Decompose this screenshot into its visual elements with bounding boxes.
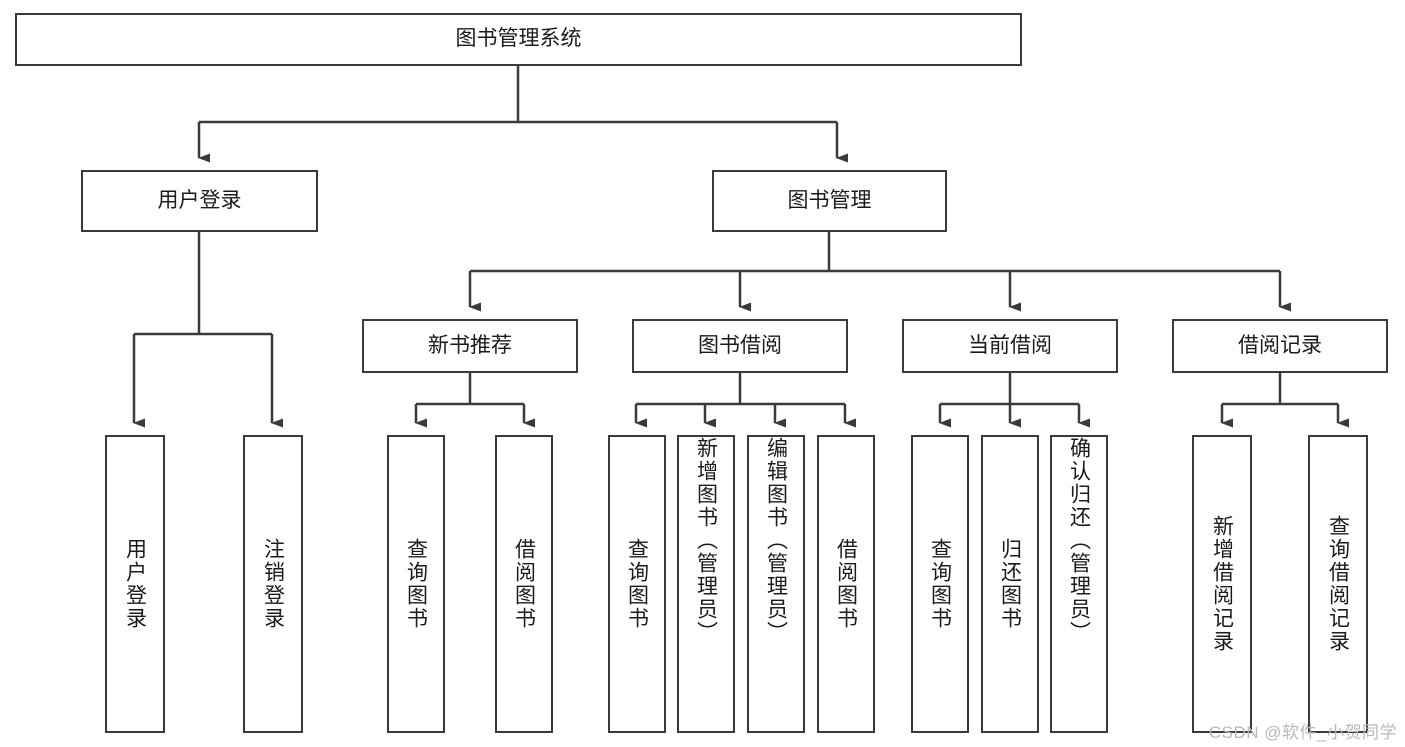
node-leaf-borrow-book[interactable]: 借阅图书 [817, 435, 875, 733]
node-label: 新增图书（管理员） [694, 437, 718, 644]
node-leaf-logout[interactable]: 注销登录 [243, 435, 303, 733]
node-leaf-query-borrow-record[interactable]: 查询借阅记录 [1308, 435, 1368, 733]
node-label: 注销登录 [261, 538, 285, 630]
node-leaf-query-book-borrow[interactable]: 查询图书 [608, 435, 666, 733]
csdn-watermark: CSDN @软件_小贺同学 [1208, 723, 1397, 742]
node-label: 图书借阅 [698, 333, 782, 357]
node-new-book-recommend[interactable]: 新书推荐 [362, 319, 578, 373]
node-label: 查询图书 [625, 538, 649, 630]
node-label: 用户登录 [123, 538, 147, 630]
node-label: 借阅图书 [834, 538, 858, 630]
node-borrow-record[interactable]: 借阅记录 [1172, 319, 1388, 373]
node-label: 查询图书 [928, 538, 952, 630]
node-label: 编辑图书（管理员） [764, 437, 788, 644]
node-label: 查询借阅记录 [1326, 515, 1350, 653]
node-leaf-edit-book[interactable]: 编辑图书（管理员） [747, 435, 805, 733]
node-book-borrow[interactable]: 图书借阅 [632, 319, 848, 373]
node-leaf-user-login[interactable]: 用户登录 [105, 435, 165, 733]
node-leaf-return-book[interactable]: 归还图书 [981, 435, 1039, 733]
node-user-login[interactable]: 用户登录 [81, 170, 318, 232]
node-leaf-add-borrow-record[interactable]: 新增借阅记录 [1192, 435, 1252, 733]
node-book-management[interactable]: 图书管理 [712, 170, 947, 232]
node-leaf-borrow-book-recommend[interactable]: 借阅图书 [495, 435, 553, 733]
node-label: 图书管理系统 [455, 27, 582, 51]
node-current-borrow[interactable]: 当前借阅 [902, 319, 1118, 373]
node-leaf-add-book[interactable]: 新增图书（管理员） [677, 435, 735, 733]
node-label: 归还图书 [998, 538, 1022, 630]
node-label: 确认归还（管理员） [1067, 437, 1091, 644]
node-label: 借阅记录 [1238, 333, 1322, 357]
node-label: 新书推荐 [428, 333, 512, 357]
node-label: 查询图书 [404, 538, 428, 630]
node-label: 新增借阅记录 [1210, 515, 1234, 653]
node-leaf-query-book-recommend[interactable]: 查询图书 [387, 435, 445, 733]
node-leaf-query-book-current[interactable]: 查询图书 [911, 435, 969, 733]
node-root-book-management-system[interactable]: 图书管理系统 [15, 13, 1022, 66]
node-label: 借阅图书 [512, 538, 536, 630]
node-label: 图书管理 [787, 188, 872, 212]
node-label: 当前借阅 [968, 333, 1052, 357]
node-label: 用户登录 [157, 188, 242, 212]
node-leaf-confirm-return[interactable]: 确认归还（管理员） [1050, 435, 1108, 733]
